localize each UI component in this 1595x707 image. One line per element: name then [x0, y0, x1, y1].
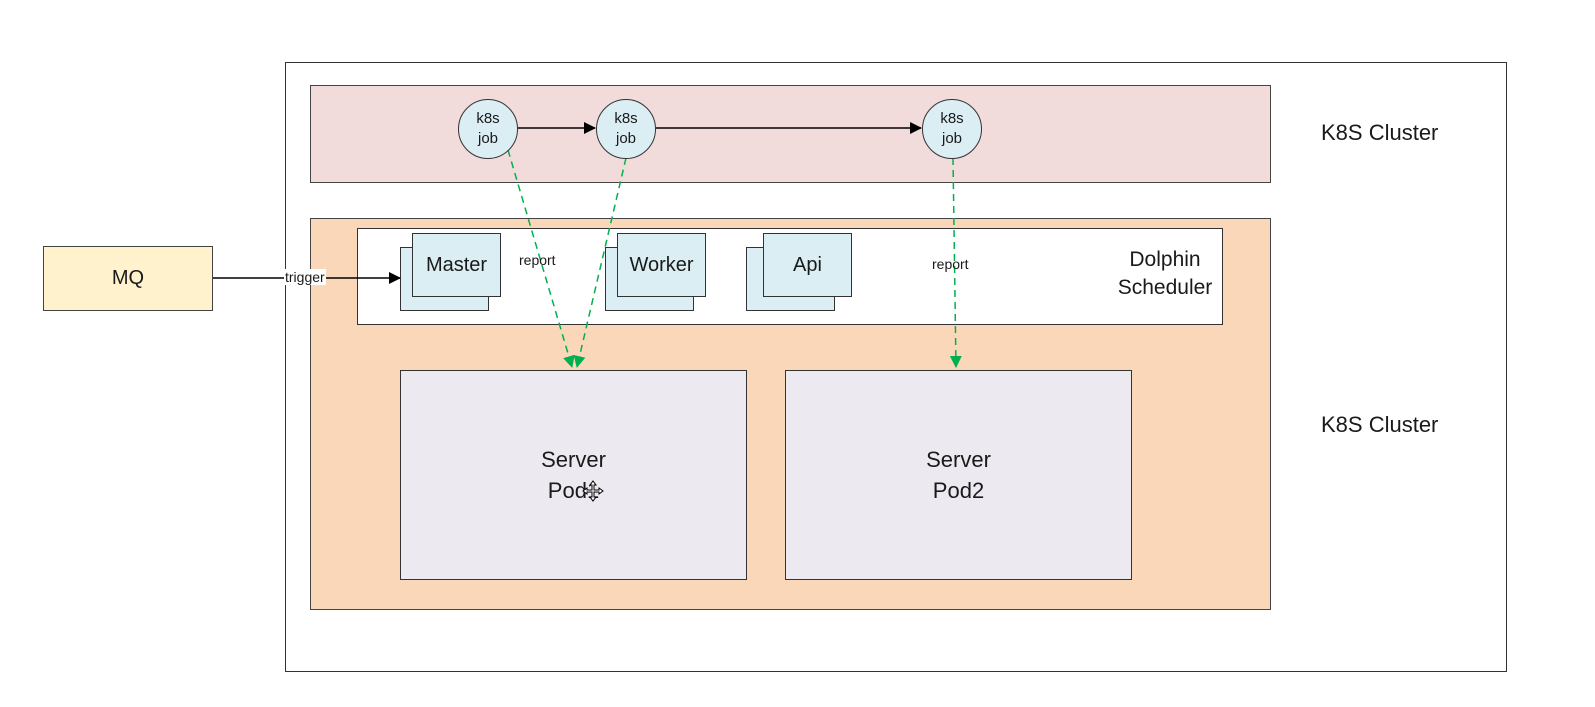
mq-box[interactable]: MQ: [43, 246, 213, 311]
api-component[interactable]: Api: [763, 233, 852, 297]
master-component[interactable]: Master: [412, 233, 501, 297]
dolphin-scheduler-label: Dolphin Scheduler: [1117, 248, 1213, 299]
report-label-1: report: [519, 252, 556, 268]
report-arrow-job2: [573, 157, 627, 368]
server-pod-1[interactable]: Server Pod1: [400, 370, 747, 580]
top-cluster-label: K8S Cluster: [1321, 120, 1439, 145]
report-label-2: report: [932, 256, 969, 272]
worker-component[interactable]: Worker: [617, 233, 706, 297]
server-pod-2[interactable]: Server Pod2: [785, 370, 1132, 580]
k8s-job-1[interactable]: k8s job: [458, 99, 518, 159]
report-arrow-job3: [949, 157, 962, 368]
trigger-label: trigger: [284, 269, 326, 285]
bottom-cluster-label: K8S Cluster: [1321, 412, 1439, 437]
report-arrow-job1: [507, 149, 575, 368]
move-cursor-icon: [582, 480, 604, 502]
k8s-job-2[interactable]: k8s job: [596, 99, 656, 159]
k8s-job-3[interactable]: k8s job: [922, 99, 982, 159]
